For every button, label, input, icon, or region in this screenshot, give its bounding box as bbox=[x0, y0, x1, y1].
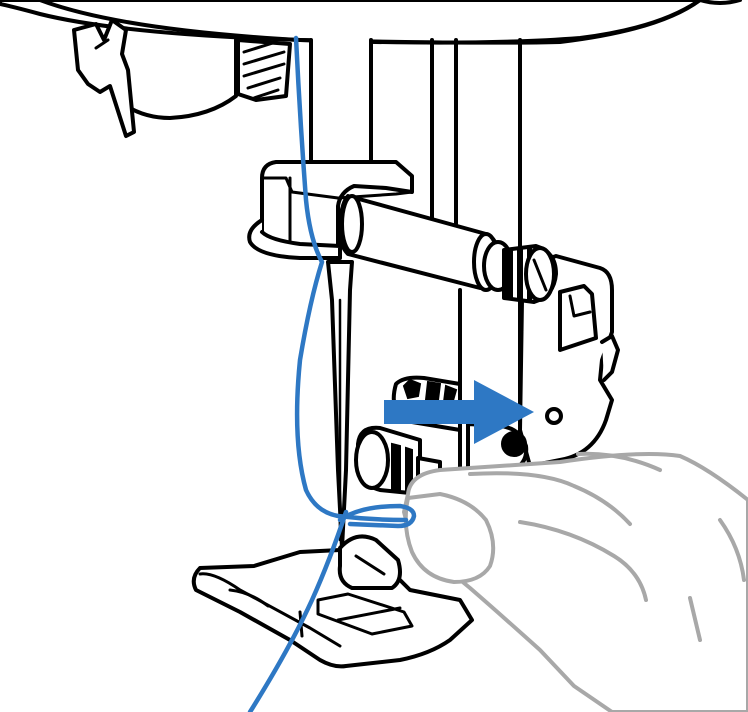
needle-bar-icon bbox=[309, 38, 373, 178]
thread-icon bbox=[247, 35, 417, 712]
presser-foot-icon bbox=[191, 534, 474, 669]
needle-icon bbox=[326, 260, 354, 550]
direction-arrow-icon bbox=[384, 380, 534, 444]
needle-clamp-screw-icon bbox=[482, 240, 558, 304]
hand-icon bbox=[402, 451, 748, 712]
presser-foot-knob-icon bbox=[354, 425, 442, 496]
clamp-shaft-icon bbox=[337, 194, 501, 292]
thread-guide-plate-icon bbox=[236, 38, 292, 102]
thread-guide-icon bbox=[72, 18, 238, 138]
